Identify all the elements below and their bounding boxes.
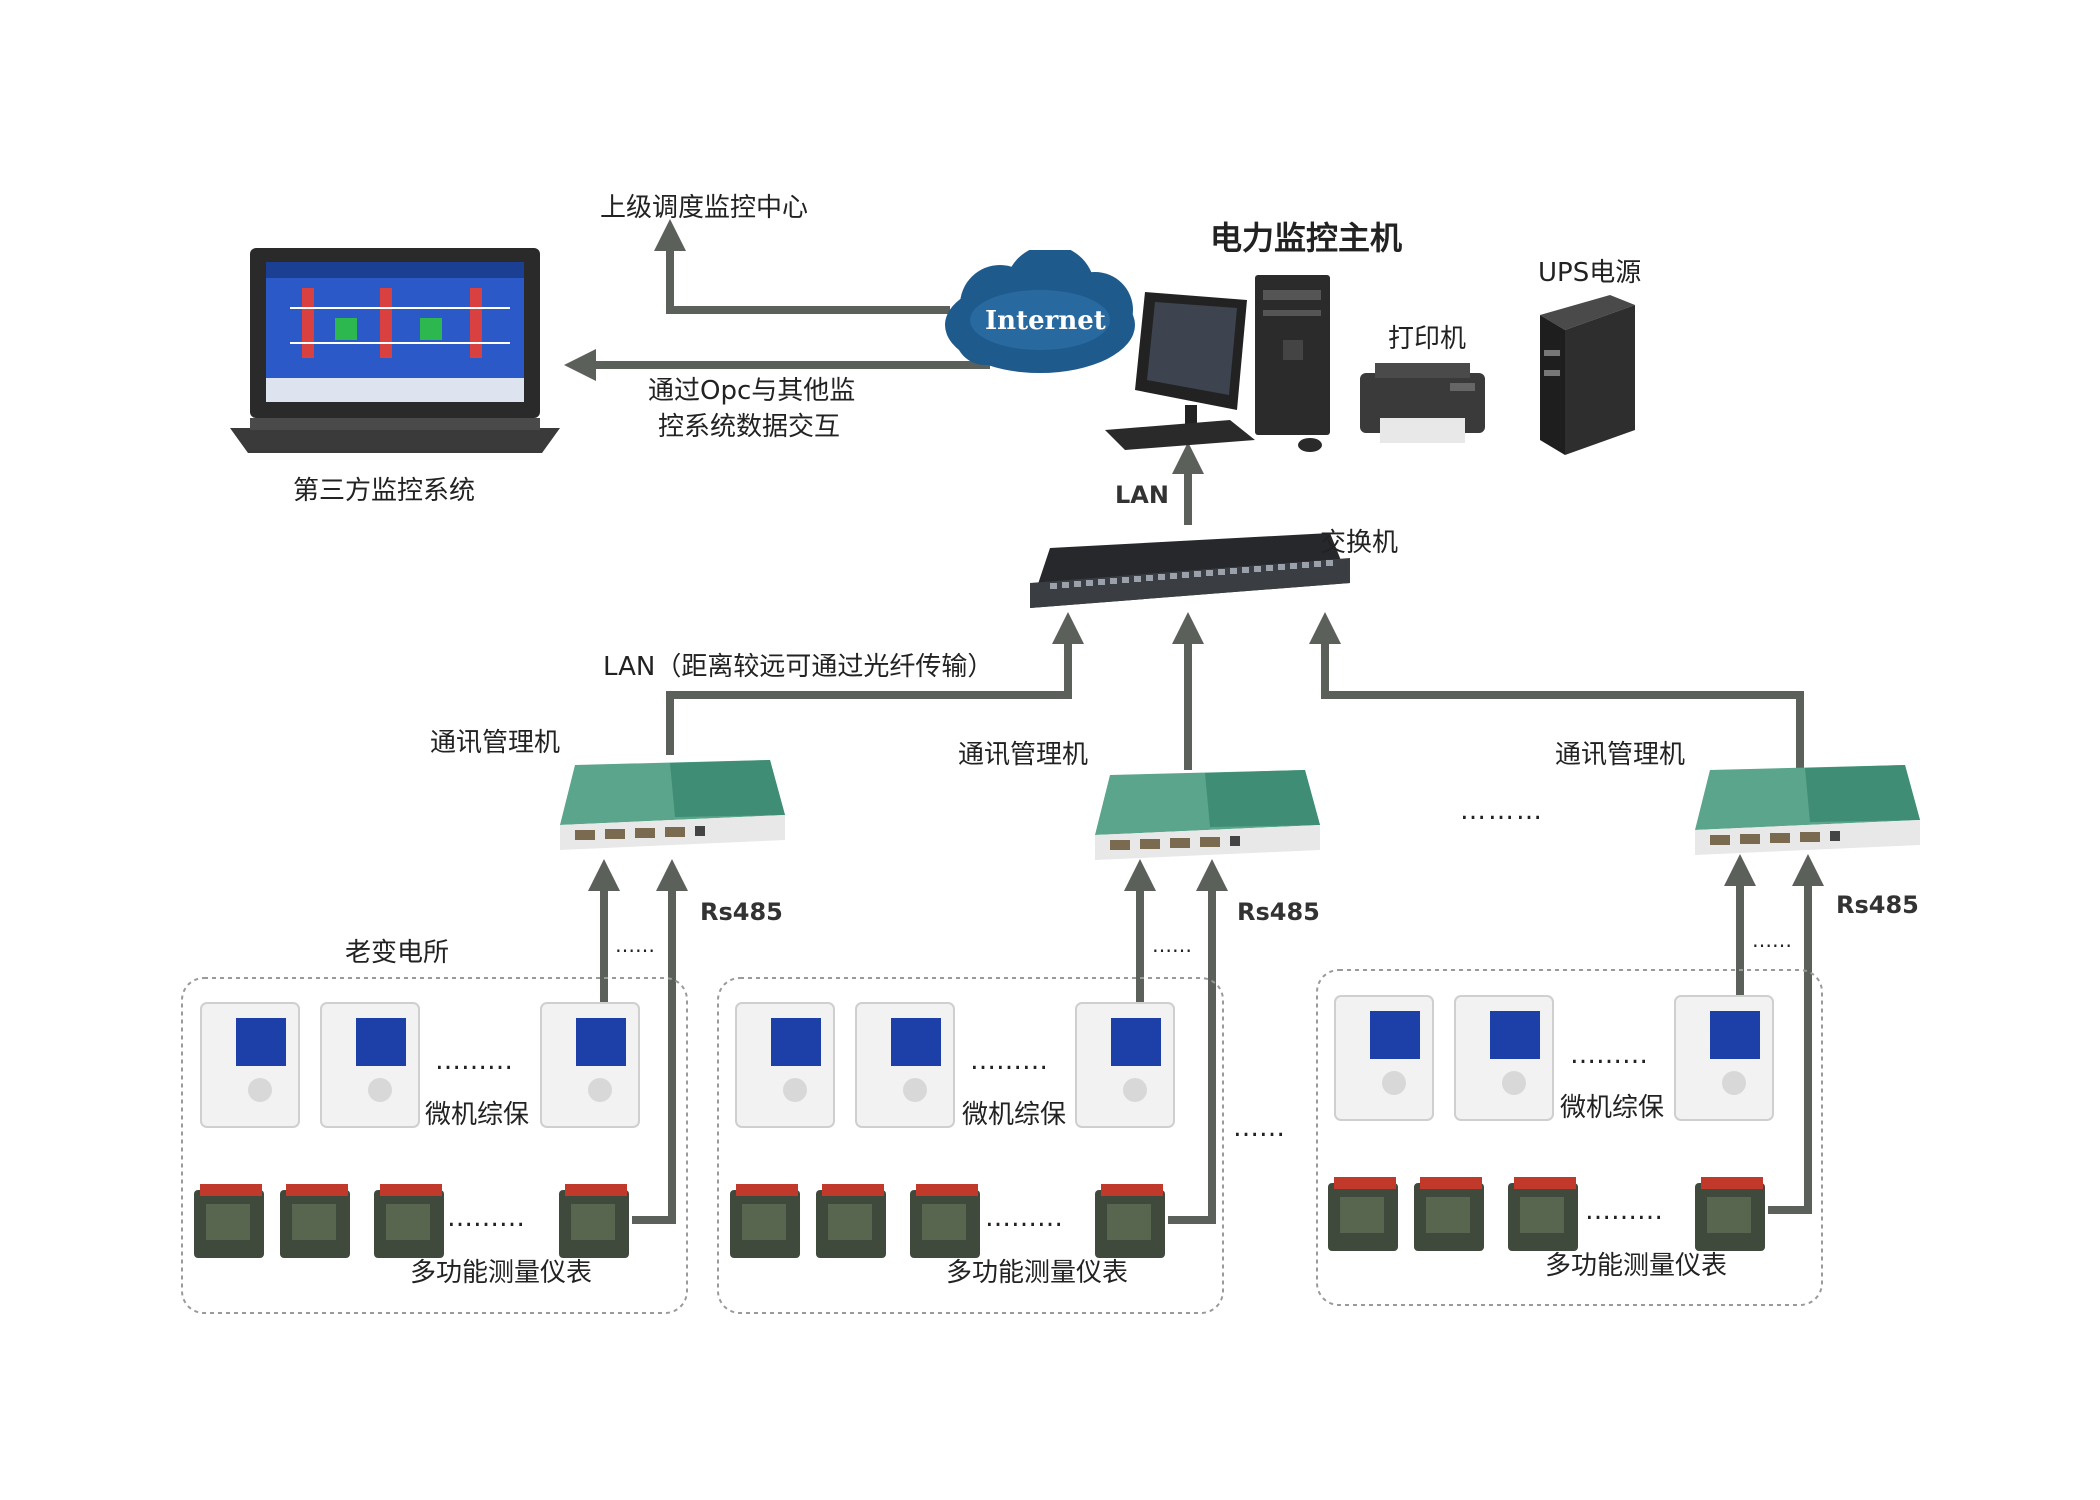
meter-device-icon [280,1184,350,1258]
line-comm1-to-switch [666,612,1084,755]
comm-manager-label: 通讯管理机 [1555,740,1686,770]
comm-manager-label: 通讯管理机 [958,740,1089,770]
meter-label: 多功能测量仪表 [946,1258,1129,1288]
meter-device-icon [1508,1177,1578,1251]
opc-label-line1: 通过Opc与其他监 [648,376,856,406]
opc-label-line2: 控系统数据交互 [658,412,841,442]
group-box-2 [717,977,1224,1314]
ups-icon [1540,295,1635,455]
meter-label: 多功能测量仪表 [410,1258,593,1288]
line-g3-meter [1768,854,1824,1214]
ellipsis-label: ……… [1585,1196,1663,1226]
ellipsis-label: ……… [1570,1040,1648,1070]
meter-device-icon [374,1184,444,1258]
meter-device-icon [730,1184,800,1258]
ups-label: UPS电源 [1538,258,1642,288]
ellipsis-label: ……… [970,1046,1048,1076]
rs485-label: Rs485 [700,898,783,926]
ellipsis-label: …… [1752,928,1792,952]
line-comm3-to-switch [1309,612,1804,770]
relay-device-icon [200,1002,300,1128]
rs485-label: Rs485 [1237,898,1320,926]
printer-label: 打印机 [1388,324,1467,354]
switch-label: 交换机 [1320,528,1399,558]
relay-label: 微机综保 [962,1100,1067,1130]
meter-device-icon [559,1184,629,1258]
meter-device-icon [1414,1177,1484,1251]
line-to-upper-center [654,219,950,314]
ellipsis-label: …… [1152,933,1192,957]
page-title: 电力监控主机 [1210,219,1403,257]
relay-device-icon [855,1002,955,1128]
relay-device-icon [1075,1002,1175,1128]
computer-monitor-icon [1105,275,1330,452]
group-box-3 [1316,969,1823,1306]
relay-device-icon [1454,995,1554,1121]
network-switch-icon [1030,533,1350,608]
laptop-icon [230,248,560,453]
old-substation-label: 老变电所 [345,938,450,968]
ellipsis-label: ……… [985,1203,1063,1233]
internet-label: Internet [985,306,1106,336]
comm-manager-label: 通讯管理机 [430,728,561,758]
meter-device-icon [816,1184,886,1258]
line-g2-meter [1168,859,1228,1224]
lan-fiber-label: LAN（距离较远可通过光纤传输） [603,652,994,682]
relay-label: 微机综保 [1560,1093,1665,1123]
rs485-label: Rs485 [1836,891,1919,919]
meter-device-icon [1328,1177,1398,1251]
ellipsis-groups: ……… [1460,796,1544,826]
meter-device-icon [1695,1177,1765,1251]
meter-device-icon [194,1184,264,1258]
relay-device-icon [540,1002,640,1128]
comm-manager-1-icon [560,760,785,850]
ellipsis-label: ……… [447,1203,525,1233]
relay-device-icon [1674,995,1774,1121]
meter-device-icon [910,1184,980,1258]
printer-icon [1360,363,1485,443]
internet-cloud-icon [945,250,1135,373]
line-g1-meter [632,859,688,1224]
third-party-label: 第三方监控系统 [293,476,476,506]
comm-manager-3-icon [1695,765,1920,855]
relay-label: 微机综保 [425,1100,530,1130]
group-box-1 [181,977,688,1314]
meter-device-icon [1095,1184,1165,1258]
meter-label: 多功能测量仪表 [1545,1251,1728,1281]
comm-manager-2-icon [1095,770,1320,860]
relay-device-icon [1334,995,1434,1121]
ellipsis-groups: …… [1233,1113,1285,1143]
relay-device-icon [735,1002,835,1128]
ellipsis-label: ……… [435,1046,513,1076]
lan-top-label: LAN [1115,481,1169,509]
ellipsis-label: …… [615,933,655,957]
upper-center-label: 上级调度监控中心 [600,193,809,223]
relay-device-icon [320,1002,420,1128]
